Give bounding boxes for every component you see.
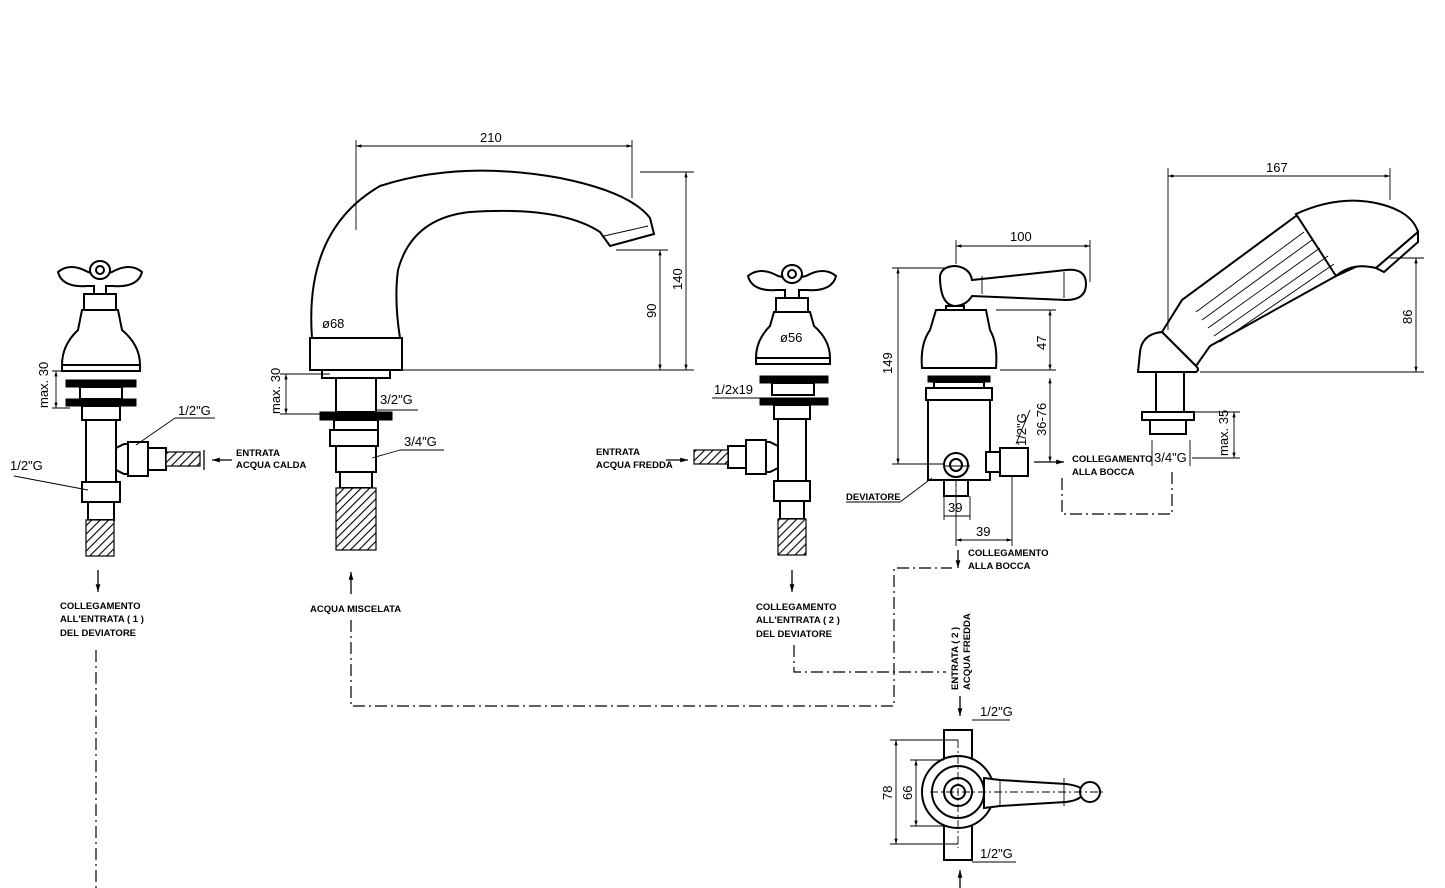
cold-water-tap: ø56 1/2x19 ENTRATA ACQUA FREDDA COLLEGAM…: [596, 264, 840, 640]
shower-height-dim: 86: [1400, 310, 1415, 324]
entrance-2-label-1: ENTRATA ( 2 ): [950, 627, 961, 690]
spout-width-dim: 210: [480, 130, 502, 145]
spout-thread-top-dim: 3/2"G: [380, 392, 413, 407]
diverter-39a-dim: 39: [948, 500, 962, 515]
hot-inlet-label-2: ACQUA CALDA: [236, 460, 307, 471]
diverter: 100 149 47 36-76 1/2"G 39 39 DEVIATORE C…: [846, 229, 1153, 572]
mixed-water-label: ACQUA MISCELATA: [310, 604, 401, 615]
cross-handle-icon: [56, 260, 144, 297]
cold-thread-dim: 1/2x19: [714, 382, 753, 397]
spout-deck-dim: max. 30: [268, 368, 283, 414]
diverter-thread-dim: 1/2"G: [1014, 413, 1029, 446]
spout-conn-right-2: ALLA BOCCA: [1072, 467, 1135, 478]
spout-outlet-dim: 90: [644, 304, 659, 318]
conn-1-label-1: COLLEGAMENTO: [60, 601, 141, 612]
connection-lines: [95, 470, 1173, 888]
diverter-width-dim: 100: [1010, 229, 1032, 244]
spout-conn-right-1: COLLEGAMENTO: [1072, 454, 1153, 465]
conn-2-label-1: COLLEGAMENTO: [756, 602, 837, 613]
cold-dia-dim: ø56: [780, 330, 802, 345]
hot-bottom-thread-dim: 1/2"G: [10, 458, 43, 473]
shower-thread-dim: 3/4"G: [1154, 450, 1187, 465]
diverter-body-dim: 47: [1034, 336, 1049, 350]
plan-thread-bottom-dim: 1/2"G: [980, 846, 1013, 861]
conn-1-label-3: DEL DEVIATORE: [60, 628, 136, 639]
spout: 210 140 90 ø68 max. 30 3/2"G 3/4"G ACQUA…: [268, 130, 694, 615]
conn-2-label-3: DEL DEVIATORE: [756, 629, 832, 640]
spout-thread-bottom-dim: 3/4"G: [404, 434, 437, 449]
shower-width-dim: 167: [1266, 160, 1288, 175]
diverter-label: DEVIATORE: [846, 492, 901, 503]
plan-thread-top-dim: 1/2"G: [980, 704, 1013, 719]
spout-height-dim: 140: [670, 268, 685, 290]
cross-handle-icon: [746, 264, 838, 299]
spout-conn-below-2: ALLA BOCCA: [968, 561, 1031, 572]
diverter-deck-dim: 36-76: [1034, 403, 1049, 436]
entrance-2-label-2: ACQUA FREDDA: [962, 613, 973, 690]
spout-conn-below-1: COLLEGAMENTO: [968, 548, 1049, 559]
diverter-height-dim: 149: [880, 352, 895, 374]
hand-shower: 167 86 max. 35 3/4"G: [1136, 160, 1424, 466]
diverter-39b-dim: 39: [976, 524, 990, 539]
hot-inlet-label-1: ENTRATA: [236, 448, 280, 459]
cold-inlet-label-1: ENTRATA: [596, 447, 640, 458]
hot-deck-dim: max. 30: [36, 362, 51, 408]
diverter-plan-view: 78 66 1/2"G 1/2"G ENTRATA ( 2 ) ACQUA FR…: [880, 613, 1104, 888]
conn-1-label-2: ALL'ENTRATA ( 1 ): [60, 614, 144, 625]
shower-deck-dim: max. 35: [1216, 410, 1231, 456]
conn-2-label-2: ALL'ENTRATA ( 2 ): [756, 615, 840, 626]
hot-side-thread-dim: 1/2"G: [178, 403, 211, 418]
cold-inlet-label-2: ACQUA FREDDA: [596, 460, 673, 471]
spout-dia-dim: ø68: [322, 316, 344, 331]
hot-water-tap: max. 30 1/2"G 1/2"G ENTRATA ACQUA CALDA …: [10, 260, 307, 639]
plan-66-dim: 66: [900, 786, 915, 800]
plan-78-dim: 78: [880, 786, 895, 800]
